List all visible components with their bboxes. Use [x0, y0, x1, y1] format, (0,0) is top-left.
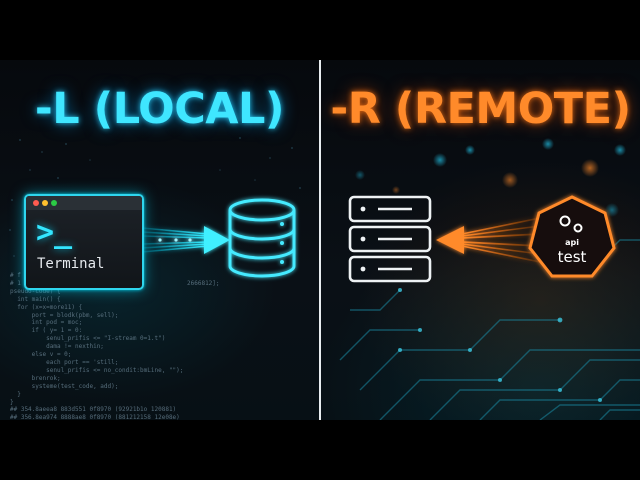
terminal-title-bar: [26, 196, 142, 210]
code-line: # f: [10, 272, 21, 279]
code-line: ## 354.8aeea8 883d551 0f8970 (92921b1o 1…: [10, 406, 177, 414]
code-line: int main() {: [10, 295, 61, 303]
remote-forward-beam: [436, 217, 541, 263]
code-line: ## 356.8ea974 8888ae8 0f8970 (881212158 …: [10, 414, 180, 420]
server-icon: [348, 195, 432, 283]
code-line: senul_prifis <= no_condit:bmLine, "");: [10, 366, 184, 374]
terminal-window: >_ Terminal: [24, 194, 144, 290]
letterbox-top: [0, 0, 640, 60]
code-line: pseudo-code) {: [10, 287, 61, 295]
right-bokeh: [355, 138, 626, 217]
code-line: if ( y= 1 = 0:: [10, 327, 83, 335]
api-test-badge-shape: [528, 195, 616, 278]
gears-icon: [559, 215, 583, 233]
local-forwarding-heading: -L (LOCAL): [34, 84, 285, 134]
center-divider: [319, 60, 321, 420]
code-line: for (x=x=more11) {: [10, 303, 83, 311]
code-line: systeme(test_code, add);: [10, 382, 119, 390]
remote-forwarding-heading: -R (REMOTE): [330, 84, 631, 134]
circuit-nodes: [398, 258, 602, 402]
left-dot-field: [9, 137, 301, 257]
code-line: brenrok;: [10, 374, 61, 382]
code-line: }: [10, 398, 14, 406]
code-line: each port == 'still;: [10, 358, 119, 366]
background-art: [9, 137, 640, 420]
terminal-prompt-icon: >_: [36, 215, 73, 250]
code-line: }: [10, 390, 21, 398]
terminal-label: Terminal: [37, 256, 105, 272]
code-line: else v = 0;: [10, 351, 72, 359]
code-line: port = blodk(pbm, sell);: [10, 311, 119, 319]
api-badge-label: api: [565, 238, 579, 247]
letterbox-bottom: [0, 420, 640, 480]
code-line: dama != nexthin;: [10, 343, 104, 351]
test-badge-label: test: [557, 248, 587, 266]
close-dot-icon: [33, 200, 39, 206]
minimize-dot-icon: [42, 200, 48, 206]
code-line: int pod = moc;: [10, 319, 83, 327]
background-code-snippet: # f# 1 0 2666812];pseudo-code) { int mai…: [10, 272, 310, 420]
maximize-dot-icon: [51, 200, 57, 206]
database-icon: [228, 198, 296, 278]
code-line: senul_prifis <= "I-stream 0=1.t"): [10, 335, 166, 343]
thumbnail-scene: -L (LOCAL) -R (REMOTE) # f# 1 0 2666812]…: [0, 60, 640, 420]
local-forward-beam: [141, 226, 230, 254]
